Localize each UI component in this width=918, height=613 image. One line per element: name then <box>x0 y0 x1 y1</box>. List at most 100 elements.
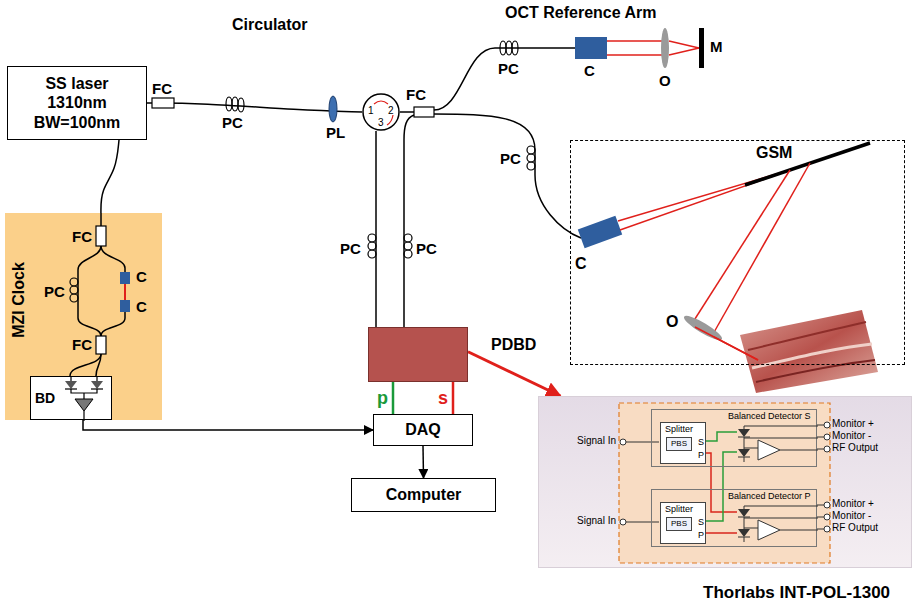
fiber <box>434 114 581 238</box>
wire <box>817 437 824 438</box>
fiber-connector <box>83 420 373 430</box>
circulator: 123 <box>362 93 400 131</box>
collimator <box>120 272 130 284</box>
part-label: PC <box>498 60 519 77</box>
pbs-box: PBS <box>666 517 692 531</box>
node-text: P <box>698 450 704 460</box>
wire <box>744 506 818 542</box>
fiber <box>400 111 414 113</box>
photodiode <box>91 381 103 389</box>
pdbd-box: PDBD <box>368 327 468 382</box>
balanced-detector: BD <box>30 376 112 420</box>
fiber <box>70 354 101 376</box>
detector-unit: PBSSplitterSPBalanced Detector S <box>651 409 817 467</box>
beam <box>669 41 699 48</box>
splitter-box: PBSSplitterSP <box>660 502 706 544</box>
part-label: O <box>659 72 671 89</box>
beam <box>714 337 758 360</box>
fiber-connector <box>452 382 455 414</box>
part-label: Monitor + <box>832 418 874 430</box>
wire <box>817 505 824 506</box>
node-text: O <box>666 313 678 331</box>
part-label: C <box>136 268 147 285</box>
part-label: OCT Reference Arm <box>505 4 656 22</box>
amplifier <box>758 520 780 540</box>
polarization-controller <box>368 234 376 242</box>
detector-schematic <box>619 403 830 563</box>
part-label: PC <box>340 240 361 257</box>
wire <box>744 426 818 462</box>
photodiode <box>738 529 750 537</box>
polarization-controller <box>226 97 232 111</box>
part-label: C <box>584 62 595 79</box>
part-label: FC <box>72 228 92 245</box>
mzi-interferometer <box>70 213 130 376</box>
node-text: Splitter <box>665 504 693 514</box>
circulator-body <box>363 94 399 130</box>
port <box>824 434 830 440</box>
node-text: Splitter <box>665 424 693 434</box>
polarization-controller <box>404 242 412 250</box>
collimator-body <box>578 216 622 248</box>
part-label: Circulator <box>232 16 308 34</box>
node-text: Balanced Detector S <box>728 411 811 421</box>
node-text: C <box>575 255 587 273</box>
laser-box: SS laser 1310nm BW=100nm <box>7 66 147 140</box>
splitter-box: PBSSplitterSP <box>660 422 706 464</box>
wire <box>705 453 737 512</box>
fiber-connector <box>101 140 119 213</box>
node-text: 1 <box>368 105 374 117</box>
polarization-controller <box>527 162 535 170</box>
collimator <box>575 37 607 59</box>
wire <box>780 530 818 531</box>
wire <box>780 450 818 451</box>
fiber <box>404 115 414 327</box>
port <box>824 446 830 452</box>
polarization-controller <box>232 97 238 111</box>
port <box>620 439 626 445</box>
wire <box>817 449 824 450</box>
beam <box>607 40 662 42</box>
polarization-controller <box>70 278 78 286</box>
part-label: FC <box>72 336 92 353</box>
fiber-connector <box>375 131 377 327</box>
part-label: Monitor + <box>832 498 874 510</box>
node-text: Computer <box>386 485 462 504</box>
beam <box>607 54 662 56</box>
node-text: Thorlabs INT-POL-1300 <box>703 583 890 603</box>
polarization-controller <box>404 234 412 242</box>
polarization-controller <box>506 41 512 55</box>
node-text: PBS <box>671 519 687 529</box>
detector-housing <box>619 403 830 563</box>
port <box>824 514 830 520</box>
part-label: FC <box>406 86 426 103</box>
fiber-connector <box>392 382 395 414</box>
wire <box>626 521 659 522</box>
part-label: RF Output <box>832 522 878 534</box>
node-text: BD <box>35 390 55 406</box>
fiber-connector <box>468 352 560 396</box>
part-label: C <box>136 298 147 315</box>
node-text: 3 <box>378 117 384 129</box>
photodiode <box>65 381 77 389</box>
computer-box: Computer <box>351 478 496 512</box>
daq-box: DAQ <box>373 414 473 446</box>
scanning-mirror <box>745 143 870 185</box>
polarization-controller <box>70 294 78 302</box>
signal-label: p <box>376 388 389 409</box>
node-text: MZI Clock <box>10 262 28 338</box>
polarization-controller <box>527 146 535 154</box>
scan-head: GSMCO <box>570 140 905 365</box>
part-label: PC <box>416 240 437 257</box>
part-label: PC <box>44 283 65 300</box>
beam <box>693 170 790 322</box>
amplifier <box>758 440 780 460</box>
lens <box>661 28 669 68</box>
detector-unit: PBSSplitterSPBalanced Detector P <box>651 489 817 547</box>
wire <box>817 517 824 518</box>
wire <box>705 452 737 521</box>
pbs-box: PBS <box>666 437 692 451</box>
part-label: PC <box>222 114 243 131</box>
part-label: Signal In <box>577 435 616 447</box>
